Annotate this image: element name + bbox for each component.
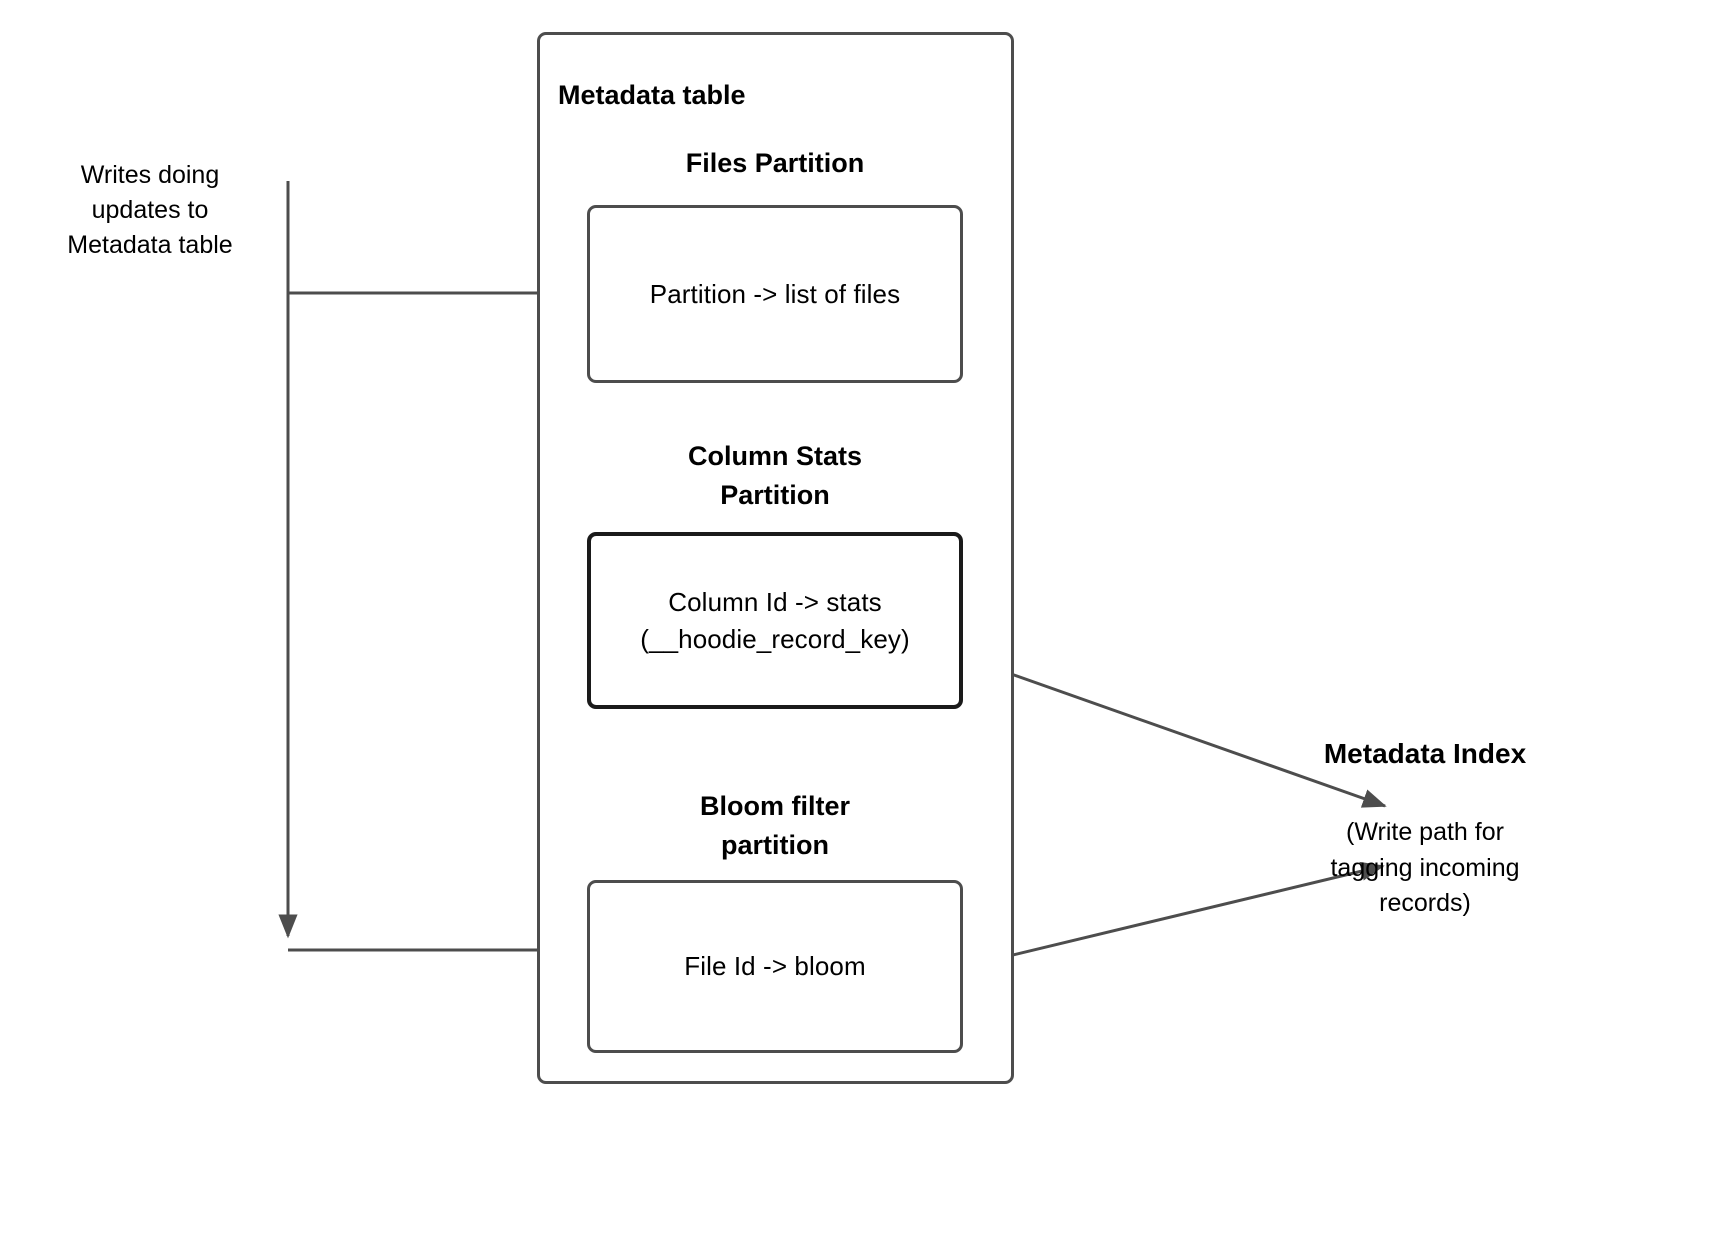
column-stats-partition-box-text: Column Id -> stats (__hoodie_record_key) — [640, 586, 910, 654]
metadata-index-caption: (Write path for tagging incoming records… — [1330, 818, 1520, 917]
metadata-table-title: Metadata table — [558, 80, 746, 110]
writes-updates-annotation: Writes doing updates to Metadata table — [67, 161, 233, 259]
column-stats-partition-heading: Column Stats Partition — [687, 441, 862, 511]
bloom-filter-partition-heading: Bloom filter partition — [699, 791, 850, 861]
metadata-index-title: Metadata Index — [1323, 738, 1527, 769]
bloom-filter-partition-box-text: File Id -> bloom — [684, 951, 866, 982]
files-partition-heading: Files Partition — [685, 148, 865, 178]
files-partition-box: Partition -> list of files — [587, 205, 963, 383]
connector-colstats-to-index — [962, 655, 1387, 808]
column-stats-partition-box: Column Id -> stats (__hoodie_record_key) — [587, 532, 963, 709]
bloom-filter-partition-box: File Id -> bloom — [587, 880, 963, 1053]
files-partition-box-text: Partition -> list of files — [649, 278, 901, 309]
